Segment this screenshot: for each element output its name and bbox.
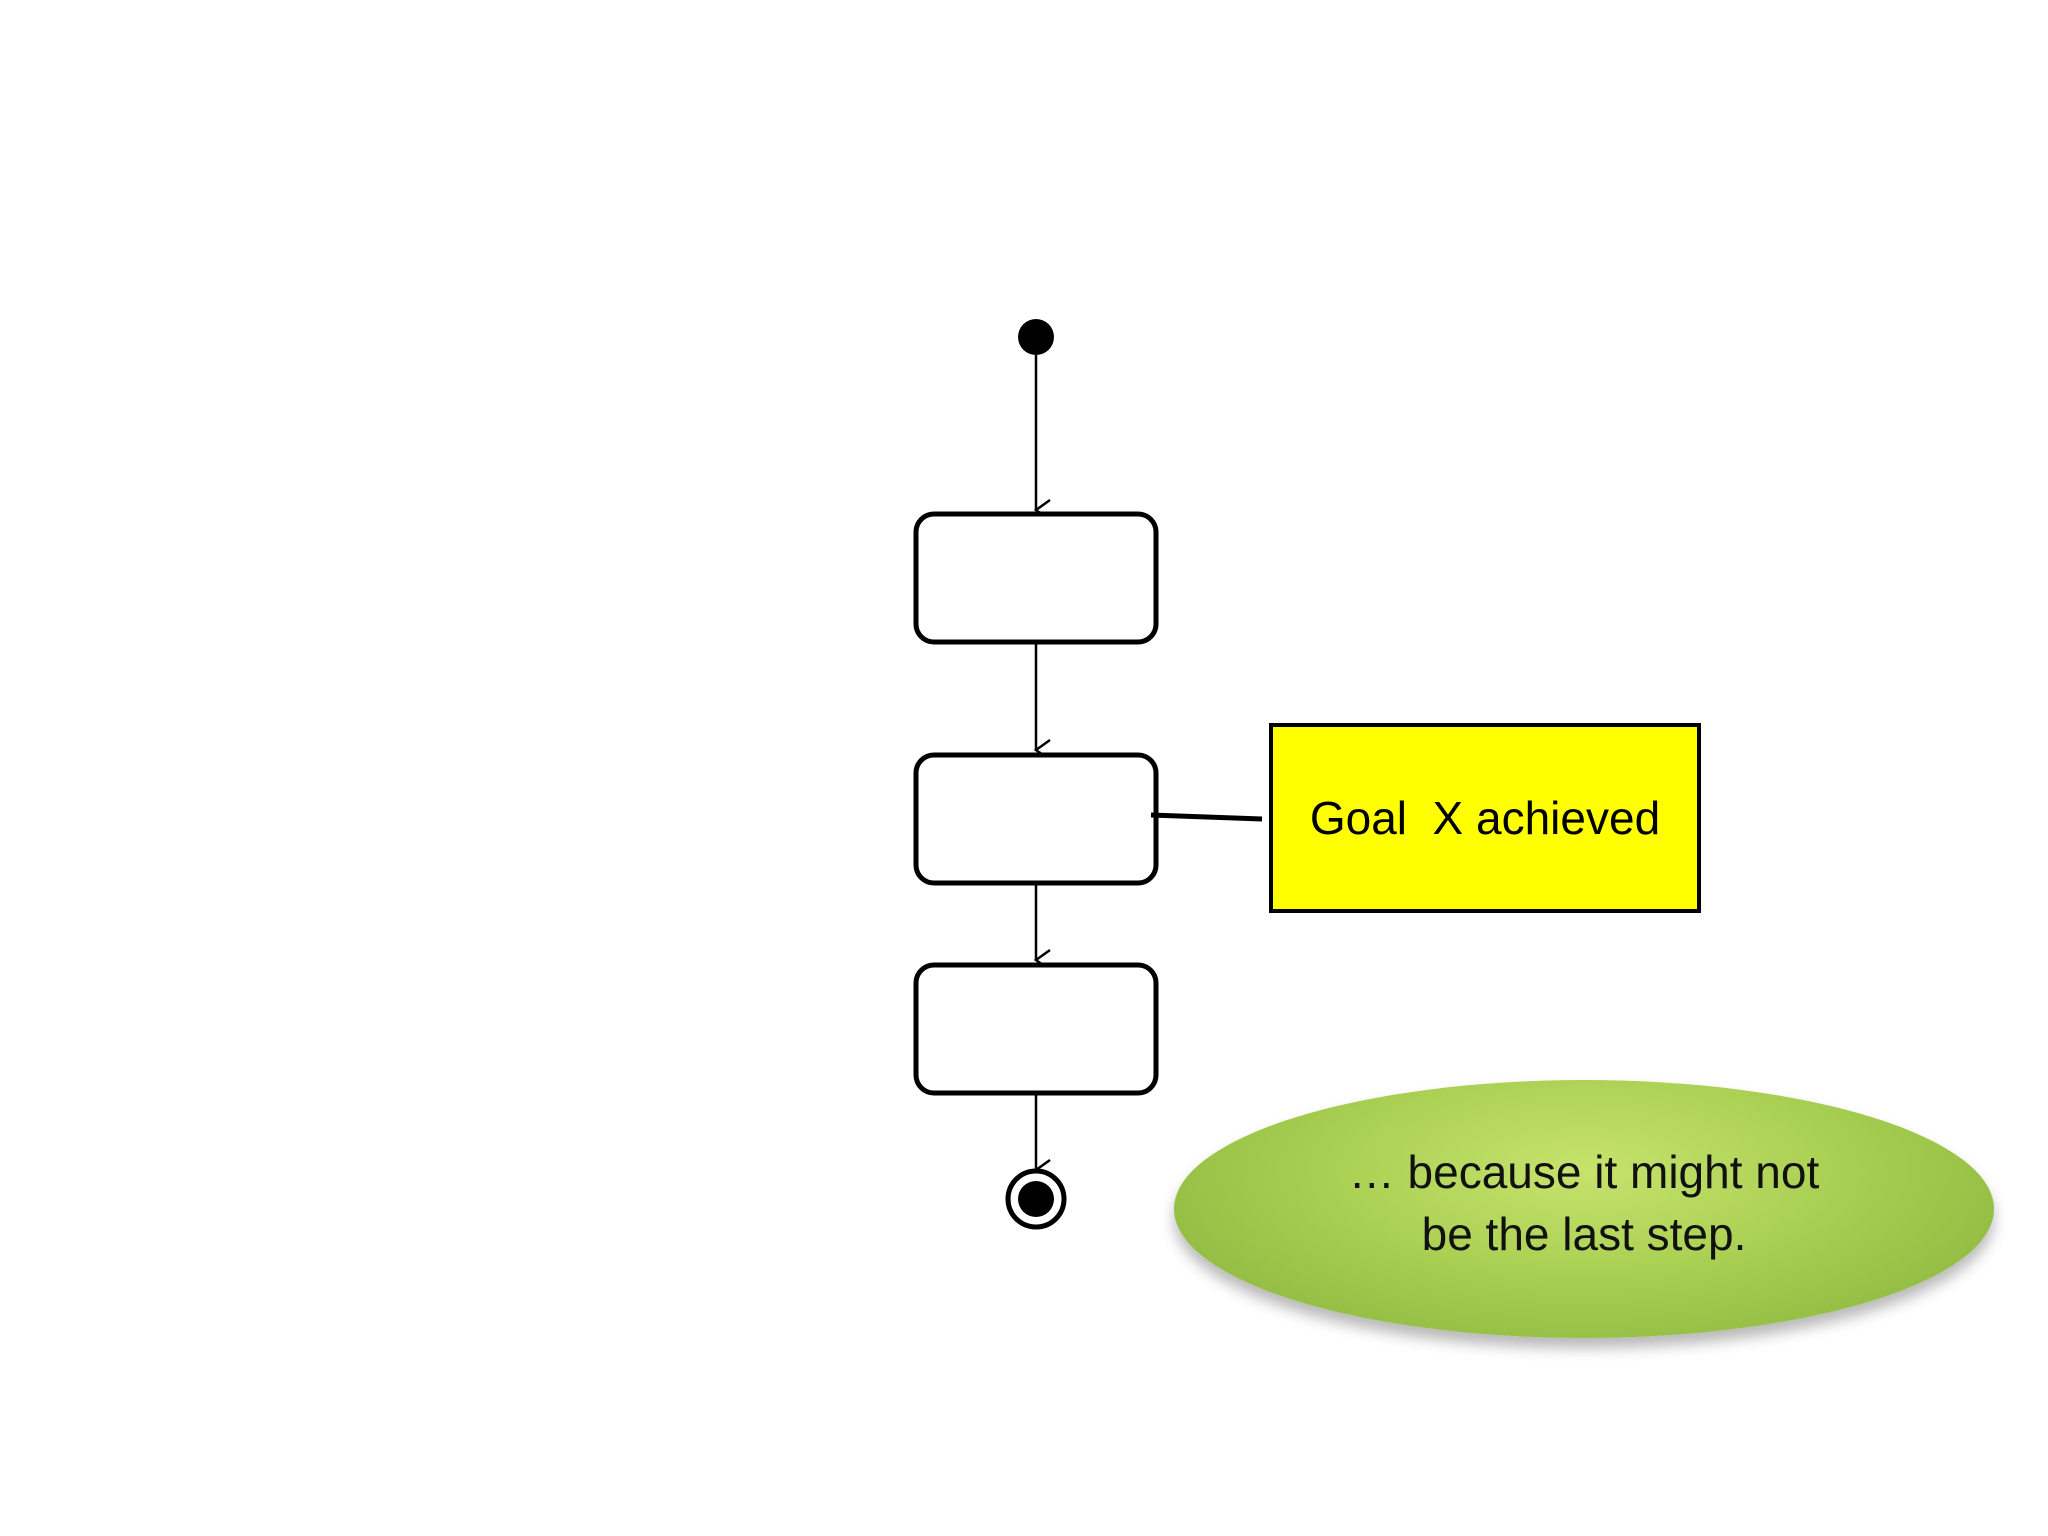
action-state-3 bbox=[913, 962, 1159, 1096]
goal-note-label: Goal X achieved bbox=[1309, 792, 1661, 844]
callout-ellipse: … because it might not be the last step. bbox=[1174, 1080, 1994, 1338]
initial-node bbox=[1018, 319, 1054, 355]
callout-line-1: … because it might not bbox=[1348, 1146, 1820, 1198]
callout-line-2: be the last step. bbox=[1421, 1208, 1747, 1260]
action-state-1 bbox=[913, 511, 1159, 645]
note-connector bbox=[1150, 812, 1263, 822]
final-node bbox=[1005, 1168, 1067, 1230]
goal-note: Goal X achieved bbox=[1269, 723, 1701, 913]
callout-text: … because it might not be the last step. bbox=[1304, 1141, 1864, 1265]
action-state-2 bbox=[913, 752, 1159, 886]
